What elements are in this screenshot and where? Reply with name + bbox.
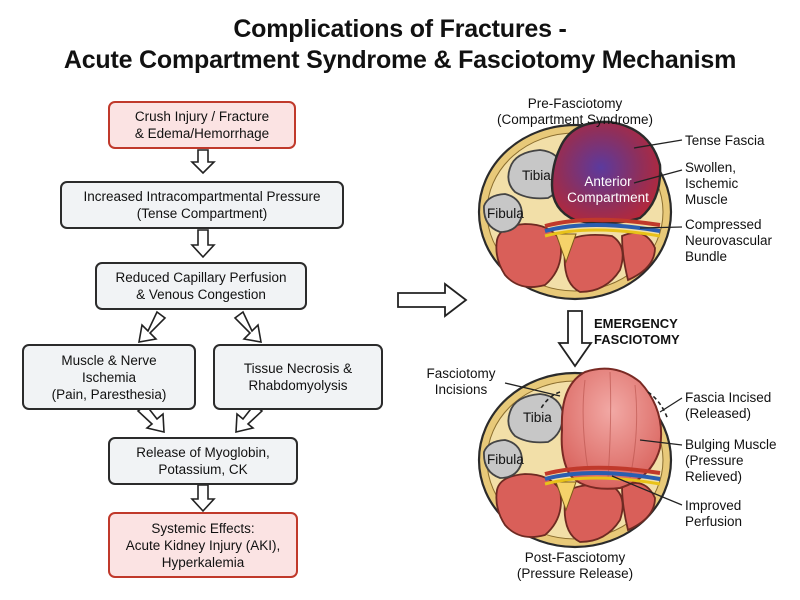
emergency-line-1: EMERGENCY <box>594 316 678 331</box>
box-systemic-effects: Systemic Effects: Acute Kidney Injury (A… <box>108 512 298 578</box>
post-fasciotomy-heading: Post-Fasciotomy (Pressure Release) <box>470 550 680 582</box>
pre-anterior-compartment-label: Anterior Compartment <box>560 174 656 206</box>
incised-line-2: (Released) <box>685 406 752 421</box>
title-line-2: Acute Compartment Syndrome & Fasciotomy … <box>63 46 737 74</box>
systemic-line-1: Systemic Effects: <box>151 520 255 536</box>
swollen-line-2: Ischemic <box>685 176 739 191</box>
perfusion-line-1: Reduced Capillary Perfusion <box>115 270 287 285</box>
box-intracompartmental-pressure: Increased Intracompartmental Pressure (T… <box>60 181 344 229</box>
page-title: Complications of Fractures - Acute Compa… <box>0 14 800 76</box>
emergency-line-2: FASCIOTOMY <box>594 332 680 347</box>
compressed-bundle-label: Compressed Neurovascular Bundle <box>685 217 772 265</box>
bulging-line-2: (Pressure <box>685 453 744 468</box>
pressure-line-2: (Tense Compartment) <box>136 206 268 221</box>
pre-fasciotomy-heading: Pre-Fasciotomy (Compartment Syndrome) <box>470 96 680 128</box>
ischemia-line-1: Muscle & Nerve <box>61 352 157 368</box>
pre-fasciotomy-cross-section <box>477 120 683 301</box>
perfusion-line-2: & Venous Congestion <box>136 287 266 302</box>
anterior-line-2: Compartment <box>567 190 649 205</box>
post-heading-line-1: Post-Fasciotomy <box>524 550 626 565</box>
incised-line-1: Fascia Incised <box>685 390 772 405</box>
myoglobin-line-1: Release of Myoglobin, <box>136 445 270 460</box>
incisions-line-2: Incisions <box>434 382 488 397</box>
crush-line-2: & Edema/Hemorrhage <box>134 126 270 141</box>
compressed-line-1: Compressed <box>685 217 762 232</box>
systemic-line-2: Acute Kidney Injury (AKI), <box>125 537 281 553</box>
necrosis-line-1: Tissue Necrosis & <box>243 361 353 376</box>
arrow-pressure-to-perfusion <box>190 229 216 259</box>
title-line-1: Complications of Fractures - <box>233 15 567 43</box>
tense-fascia-label: Tense Fascia <box>685 133 765 148</box>
compressed-line-3: Bundle <box>685 249 728 264</box>
pressure-line-1: Increased Intracompartmental Pressure <box>83 189 321 204</box>
fasciotomy-incisions-label: Fasciotomy Incisions <box>418 366 504 398</box>
swollen-muscle-label: Swollen, Ischemic Muscle <box>685 160 738 208</box>
fascia-incised-label: Fascia Incised (Released) <box>685 390 771 422</box>
compressed-line-2: Neurovascular <box>685 233 773 248</box>
ischemia-line-2: Ischemia <box>81 369 137 385</box>
improved-perfusion-label: Improved Perfusion <box>685 498 742 530</box>
pre-fibula-bone <box>483 193 523 233</box>
pre-tibia-label: Tibia <box>522 168 551 183</box>
box-tissue-necrosis: Tissue Necrosis & Rhabdomyolysis <box>213 344 383 410</box>
pre-heading-line-1: Pre-Fasciotomy <box>527 96 623 111</box>
bulging-line-3: Relieved) <box>685 469 743 484</box>
arrow-perfusion-to-necrosis <box>233 310 262 343</box>
swollen-line-1: Swollen, <box>685 160 737 175</box>
box-reduced-perfusion: Reduced Capillary Perfusion & Venous Con… <box>95 262 307 310</box>
post-fibula-label: Fibula <box>487 452 524 467</box>
crush-line-1: Crush Injury / Fracture <box>134 109 270 124</box>
incisions-line-1: Fasciotomy <box>426 366 496 381</box>
arrow-myoglobin-to-systemic <box>190 484 216 513</box>
arrow-crush-to-pressure <box>190 149 216 175</box>
arrow-emergency-fasciotomy <box>557 310 593 368</box>
swollen-line-3: Muscle <box>685 192 728 207</box>
post-tibia-label: Tibia <box>523 410 552 425</box>
pre-fibula-label: Fibula <box>487 206 524 221</box>
improved-line-1: Improved <box>685 498 742 513</box>
bulging-line-1: Bulging Muscle <box>685 437 777 452</box>
pre-anterior-compartment <box>550 120 662 225</box>
pre-heading-line-2: (Compartment Syndrome) <box>496 112 654 127</box>
arrow-perfusion-to-ischemia <box>138 310 167 343</box>
post-fasciotomy-cross-section <box>477 367 683 549</box>
necrosis-line-2: Rhabdomyolysis <box>248 378 348 393</box>
box-myoglobin-release: Release of Myoglobin, Potassium, CK <box>108 437 298 485</box>
emergency-fasciotomy-label: EMERGENCY FASCIOTOMY <box>594 316 680 348</box>
bulging-muscle-label: Bulging Muscle (Pressure Relieved) <box>685 437 777 485</box>
box-muscle-nerve-ischemia: Muscle & Nerve Ischemia (Pain, Paresthes… <box>22 344 196 410</box>
systemic-line-3: Hyperkalemia <box>161 554 245 570</box>
anterior-line-1: Anterior <box>584 174 632 189</box>
post-fibula-bone <box>483 439 523 479</box>
post-heading-line-2: (Pressure Release) <box>516 566 634 581</box>
improved-line-2: Perfusion <box>685 514 743 529</box>
myoglobin-line-2: Potassium, CK <box>158 462 248 477</box>
ischemia-line-3: (Pain, Paresthesia) <box>51 386 167 402</box>
post-tibia-bone <box>507 393 564 444</box>
box-crush-injury: Crush Injury / Fracture & Edema/Hemorrha… <box>108 101 296 149</box>
arrow-flow-to-cross-section <box>397 282 468 318</box>
